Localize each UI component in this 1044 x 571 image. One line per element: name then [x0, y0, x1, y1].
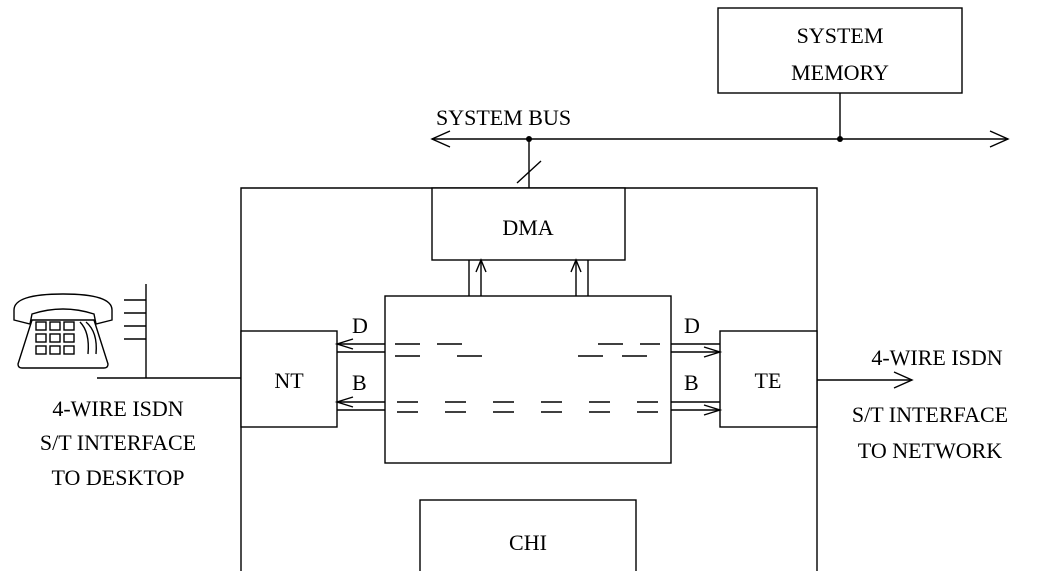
b-channel-label-left: B: [352, 370, 367, 395]
dma-label: DMA: [502, 215, 553, 240]
left-interface-line2: S/T INTERFACE: [40, 430, 196, 455]
d-channel-label-right: D: [684, 313, 700, 338]
buffer-block: [385, 296, 671, 463]
nt-label: NT: [274, 368, 304, 393]
right-interface-line2: S/T INTERFACE: [852, 402, 1008, 427]
chi-block: CHI: [420, 500, 636, 571]
dma-block: DMA: [432, 188, 625, 260]
system-memory-label-line2: MEMORY: [791, 60, 889, 85]
right-interface-line1: 4-WIRE ISDN: [871, 345, 1002, 370]
system-bus-label: SYSTEM BUS: [436, 105, 571, 130]
d-channel-label-left: D: [352, 313, 368, 338]
te-label: TE: [755, 368, 782, 393]
right-interface-line3: TO NETWORK: [858, 438, 1003, 463]
left-interface-line3: TO DESKTOP: [51, 465, 184, 490]
chi-label: CHI: [509, 530, 547, 555]
left-interface-line1: 4-WIRE ISDN: [52, 396, 183, 421]
b-channel-label-right: B: [684, 370, 699, 395]
system-memory-label-line1: SYSTEM: [797, 23, 884, 48]
nt-block: NT: [241, 331, 337, 427]
system-bus: [432, 131, 1008, 147]
desktop-taps: [124, 300, 146, 339]
telephone-icon: [14, 294, 112, 368]
te-block: TE: [720, 331, 817, 427]
system-memory-block: SYSTEM MEMORY: [718, 8, 962, 93]
